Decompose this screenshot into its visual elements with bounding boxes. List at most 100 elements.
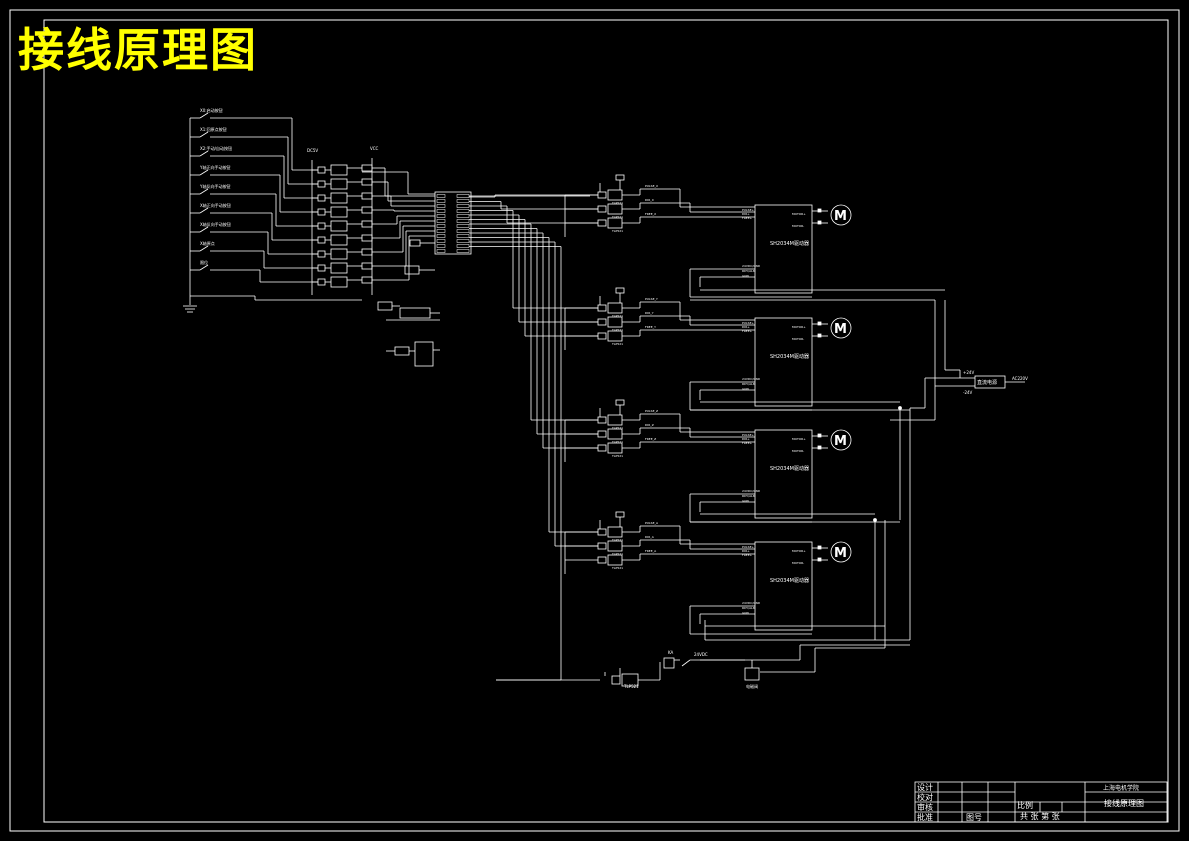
optocoupler-label: TLP521 [611, 552, 623, 556]
relay-opto-label: TLP521 [623, 684, 639, 689]
relay-label: 电磁阀 [746, 683, 758, 689]
driver-terminal-label: MOTOR+ [792, 549, 806, 553]
optocoupler-label: TLP521 [611, 342, 623, 346]
relay-coil-label: KA [668, 650, 674, 655]
input-switch [190, 150, 318, 199]
driver-terminal-label: FREE+ [742, 441, 753, 445]
power-distribution [690, 289, 945, 641]
optocoupler-label: TLP521 [611, 314, 623, 318]
chip-pin [436, 239, 446, 243]
driver-terminal-label: DIR+ [742, 212, 750, 216]
driver-channel [564, 511, 852, 635]
motor-symbol [830, 317, 852, 339]
chip-pin [456, 219, 470, 223]
switch-label: X轴原点 [200, 240, 215, 246]
chip-pin [456, 214, 470, 218]
switch-label: X1:回原点按钮 [200, 126, 227, 132]
chip-pin [456, 244, 470, 248]
driver-signal-label: FREE_Z [645, 437, 656, 441]
driver-terminal-label: GND [742, 387, 750, 391]
power-supply [873, 300, 1025, 648]
driver-terminal-label: PULSE+ [742, 433, 754, 437]
title-block-school: 上海电机学院 [1103, 784, 1139, 792]
title-block [914, 781, 1168, 823]
drawing-title: 接线原理图 [18, 23, 258, 77]
controller-chip [434, 191, 472, 255]
motor-label: M [834, 322, 847, 337]
driver-box [754, 429, 813, 519]
chip-pin [436, 204, 446, 208]
driver-terminal-label: RDY/ALM [742, 269, 756, 273]
motor-symbol [830, 204, 852, 226]
driver-signal-label: PULSE_A [645, 521, 659, 525]
motor-symbol [830, 429, 852, 451]
driver-channel [564, 174, 852, 298]
title-block-code: 图号 [966, 813, 982, 822]
input-switch [190, 245, 318, 269]
power-supply-input: AC220V [1012, 376, 1028, 381]
driver-terminal-label: MOTOR- [792, 224, 804, 228]
driver-terminal-label: DIR+ [742, 549, 750, 553]
driver-signal-label: FREE_A [645, 549, 657, 553]
chip-pin [456, 249, 470, 253]
chip-pin [456, 194, 470, 198]
driver-signal-label: PULSE_X [645, 184, 658, 188]
driver-terminal-label: MOTOR- [792, 449, 804, 453]
driver-box [754, 317, 813, 407]
driver-terminal-label: FREE+ [742, 329, 753, 333]
driver-terminal-label: GND [742, 499, 750, 503]
optocoupler-label: TLP521 [611, 440, 623, 444]
signal-bus [469, 194, 598, 681]
driver-signal-label: PULSE_Z [645, 409, 658, 413]
driver-signal-label: DIR_X [645, 198, 654, 202]
input-switch [190, 226, 318, 255]
relay-section [496, 644, 910, 687]
optocoupler-label: TLP521 [611, 454, 623, 458]
driver-terminal-label: PULSE+ [742, 545, 754, 549]
input-optocoupler [312, 230, 435, 274]
input-switch [190, 131, 318, 185]
chip-pin [456, 209, 470, 213]
switch-label: X轴正向手动按钮 [200, 202, 231, 208]
input-switch [190, 112, 318, 171]
motor-label: M [834, 546, 847, 561]
optocoupler-label: TLP521 [611, 328, 623, 332]
optocoupler-label: TLP521 [611, 215, 623, 219]
input-optocoupler [312, 178, 435, 202]
driver-terminal-label: RDY/ALM [742, 382, 756, 386]
driver-signal-label: FREE_X [645, 212, 656, 216]
title-block-row-check: 校对 [917, 792, 933, 802]
driver-terminal-label: 24VDC/GND [742, 601, 761, 605]
power-supply-label: 直流电源 [977, 379, 997, 386]
controller-section [183, 112, 472, 367]
input-optocoupler [312, 215, 435, 232]
switch-label: Y轴反向手动按钮 [199, 183, 230, 189]
motor-symbol [830, 541, 852, 563]
driver-terminal-label: RDY/ALM [742, 606, 756, 610]
motor-label: M [834, 434, 847, 449]
relay-supply-label: 24VDC [694, 652, 708, 657]
optocoupler-label: TLP521 [611, 201, 623, 205]
chip-pin [436, 244, 446, 248]
driver-name: SH2034M驱动器 [770, 240, 809, 247]
chip-pin [436, 219, 446, 223]
inner-frame [43, 19, 1169, 823]
chip-pin [436, 234, 446, 238]
power-label-dc5v: DC5V [307, 148, 318, 153]
chip-pin [436, 214, 446, 218]
input-optocoupler [312, 206, 435, 218]
input-optocoupler [312, 235, 435, 288]
driver-signal-label: FREE_Y [645, 325, 656, 329]
driver-channel [564, 287, 852, 411]
driver-signal-label: DIR_A [645, 535, 655, 539]
optocoupler-label: TLP521 [611, 538, 623, 542]
driver-terminal-label: FREE+ [742, 216, 753, 220]
optocoupler-label: TLP521 [611, 426, 623, 430]
input-optocoupler [312, 220, 435, 246]
optocoupler-label: TLP521 [611, 229, 623, 233]
driver-box [754, 204, 813, 294]
input-optocoupler [312, 164, 435, 197]
driver-terminal-label: MOTOR- [792, 337, 804, 341]
chip-pin [436, 229, 446, 233]
